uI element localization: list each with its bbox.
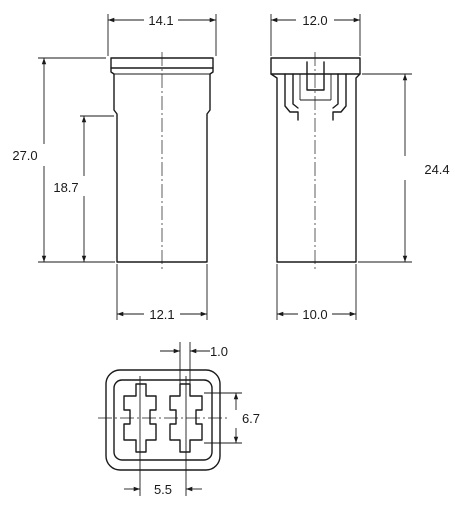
- label-front-total-height: 27.0: [12, 148, 37, 163]
- bottom-terminal-left: [123, 383, 157, 453]
- bottom-inner-outline: [113, 379, 213, 461]
- label-side-width-bottom: 10.0: [302, 307, 327, 322]
- dim-side-width-bottom: 10.0: [277, 307, 356, 322]
- front-view: 14.1 27.0 18.7 12.1: [12, 13, 217, 322]
- dim-side-height: 24.4: [402, 74, 450, 262]
- side-slot: [306, 61, 325, 91]
- dim-bottom-terminal-height: 6.7: [233, 393, 260, 443]
- dim-front-width-top: 14.1: [108, 13, 216, 28]
- side-view: 12.0 24.4 10.0: [270, 13, 450, 322]
- bottom-outer-outline: [105, 369, 221, 471]
- dim-front-total-height: 27.0: [12, 58, 47, 262]
- label-bottom-terminal-height: 6.7: [242, 411, 260, 426]
- side-latch-left: [284, 73, 299, 121]
- side-latch-right: [332, 73, 347, 121]
- label-front-width-bottom: 12.1: [149, 307, 174, 322]
- dim-bottom-slot-width: 1.0: [160, 344, 228, 359]
- label-side-width-top: 12.0: [302, 13, 327, 28]
- label-front-width-top: 14.1: [148, 13, 173, 28]
- dim-side-width-top: 12.0: [271, 13, 360, 28]
- label-side-height: 24.4: [424, 162, 449, 177]
- dim-front-body-height: 18.7: [53, 116, 87, 262]
- bottom-terminal-right: [169, 383, 203, 453]
- dim-front-width-bottom: 12.1: [117, 307, 207, 322]
- side-body-outline: [270, 57, 361, 263]
- dim-bottom-terminal-pitch: 5.5: [124, 482, 202, 497]
- label-front-body-height: 18.7: [53, 180, 78, 195]
- label-bottom-terminal-pitch: 5.5: [154, 482, 172, 497]
- bottom-view: 1.0 6.7 5.5: [98, 342, 260, 497]
- label-bottom-slot-width: 1.0: [210, 344, 228, 359]
